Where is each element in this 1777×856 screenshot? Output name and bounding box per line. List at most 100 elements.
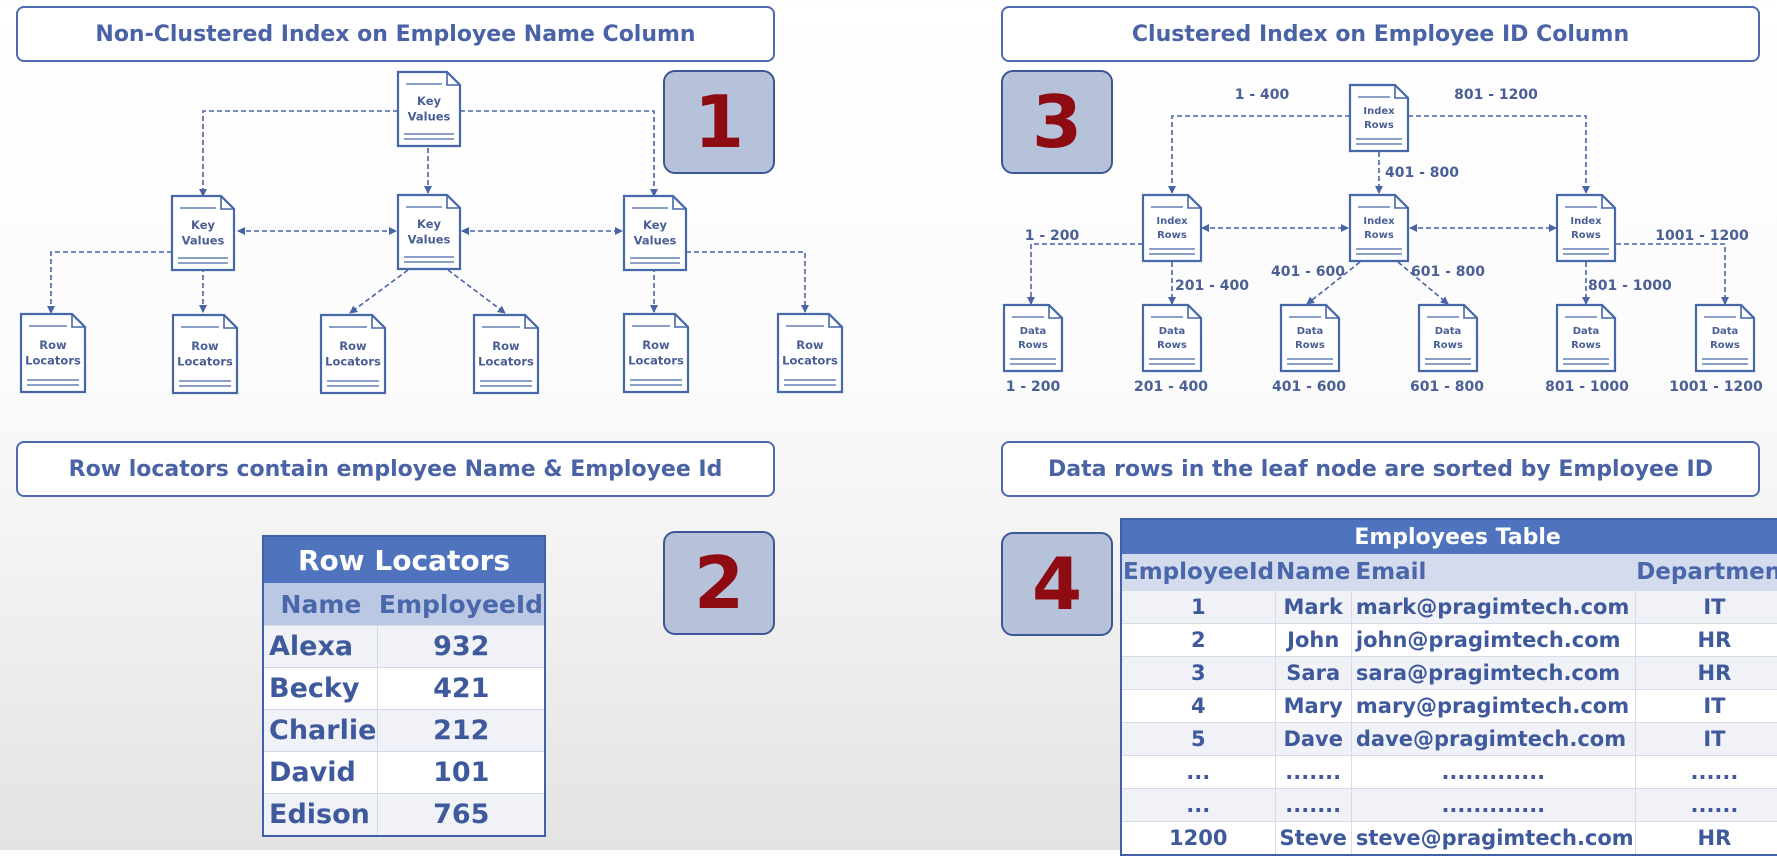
- clustered-title-banner: Clustered Index on Employee ID Column: [1001, 6, 1760, 62]
- range-label: 1 - 200: [1006, 379, 1061, 395]
- column-header-email: Email: [1351, 554, 1636, 591]
- data-rows-caption-banner: Data rows in the leaf node are sorted by…: [1001, 441, 1760, 497]
- connector-arrow: [1306, 261, 1361, 305]
- node-label-line: Values: [182, 234, 225, 248]
- node-label-line: Index: [1363, 216, 1395, 227]
- node-label-line: Data: [1297, 326, 1324, 337]
- range-label: 401 - 600: [1272, 379, 1346, 395]
- node-label-line: Locators: [177, 355, 233, 369]
- connector-arrow: [47, 251, 172, 314]
- table-row: .............................: [1121, 788, 1777, 822]
- range-label: 601 - 800: [1411, 264, 1485, 280]
- connector-arrow: [460, 110, 658, 197]
- cell-email: mary@pragimtech.com: [1351, 689, 1636, 723]
- cell-email: steve@pragimtech.com: [1351, 821, 1636, 855]
- node-label-line: Locators: [478, 355, 534, 369]
- cell-name: Sara: [1275, 656, 1352, 690]
- column-header-employeeid: EmployeeId: [377, 583, 546, 626]
- range-label: 801 - 1200: [1454, 87, 1538, 103]
- node-label-line: Row: [796, 338, 824, 352]
- node-label-line: Rows: [1571, 340, 1601, 351]
- node-label-line: Rows: [1571, 230, 1601, 241]
- cell-employeeid: 1: [1121, 590, 1276, 624]
- node-label-line: Data: [1435, 326, 1462, 337]
- node-label-line: Key: [191, 218, 216, 232]
- cell-department: HR: [1635, 656, 1777, 690]
- employees-table: Employees Table EmployeeId Name Email De…: [1120, 518, 1777, 856]
- column-header-employeeid: EmployeeId: [1121, 554, 1276, 591]
- cell-department: ......: [1635, 755, 1777, 789]
- cell-employeeid: 5: [1121, 722, 1276, 756]
- row-locators-table-title: Row Locators: [263, 536, 546, 583]
- cell-employeeid: 2: [1121, 623, 1276, 657]
- cell-employeeid: 3: [1121, 656, 1276, 690]
- cell-department: HR: [1635, 623, 1777, 657]
- range-label: 1 - 400: [1235, 87, 1290, 103]
- cell-department: IT: [1635, 722, 1777, 756]
- cell-name: .......: [1275, 788, 1352, 822]
- range-label: 1001 - 1200: [1669, 379, 1763, 395]
- column-header-name: Name: [1275, 554, 1352, 591]
- cell-employeeid: 421: [377, 667, 546, 710]
- nonclustered-title-banner: Non-Clustered Index on Employee Name Col…: [16, 6, 775, 62]
- cell-name: Edison: [263, 793, 379, 836]
- step-number-3: 3: [1001, 70, 1113, 174]
- connector-arrow: [1397, 261, 1449, 305]
- node-label-line: Data: [1159, 326, 1186, 337]
- column-header-department: Department: [1635, 554, 1777, 591]
- cell-email: .............: [1351, 788, 1636, 822]
- node-label-line: Values: [408, 233, 451, 247]
- node-label-line: Values: [408, 110, 451, 124]
- cell-name: Becky: [263, 667, 379, 710]
- cell-employeeid: ...: [1121, 788, 1276, 822]
- cell-employeeid: 1200: [1121, 821, 1276, 855]
- connector-arrow: [1168, 115, 1350, 194]
- range-label: 201 - 400: [1134, 379, 1208, 395]
- node-label-line: Data: [1712, 326, 1739, 337]
- node-label-line: Values: [634, 234, 677, 248]
- column-header-name: Name: [263, 583, 378, 626]
- cell-name: Mark: [1275, 590, 1352, 624]
- node-label-line: Locators: [782, 354, 838, 368]
- node-label-line: Rows: [1157, 340, 1187, 351]
- cell-name: Alexa: [263, 625, 379, 668]
- node-label-line: Locators: [325, 355, 381, 369]
- cell-department: IT: [1635, 689, 1777, 723]
- connector-arrow: [686, 251, 809, 313]
- cell-name: .......: [1275, 755, 1352, 789]
- node-label-line: Key: [417, 217, 442, 231]
- cell-name: Charlie: [263, 709, 379, 752]
- cell-email: .............: [1351, 755, 1636, 789]
- range-label: 201 - 400: [1175, 278, 1249, 294]
- connector-arrow: [447, 269, 506, 314]
- step-number-2: 2: [663, 531, 775, 635]
- connector-arrow: [1027, 243, 1143, 305]
- cell-email: dave@pragimtech.com: [1351, 722, 1636, 756]
- cell-name: Steve: [1275, 821, 1352, 855]
- node-label-line: Index: [1156, 216, 1188, 227]
- node-label-line: Index: [1570, 216, 1602, 227]
- cell-department: IT: [1635, 590, 1777, 624]
- cell-department: ......: [1635, 788, 1777, 822]
- range-label: 401 - 600: [1271, 264, 1345, 280]
